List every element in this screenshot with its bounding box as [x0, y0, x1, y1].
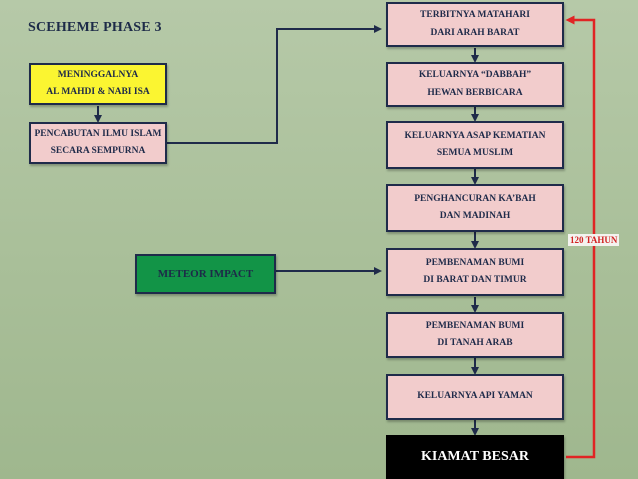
- box-meninggal: MENINGGALNYA AL MAHDI & NABI ISA: [29, 63, 167, 105]
- step-3: KELUARNYA ASAP KEMATIAN SEMUA MUSLIM: [386, 121, 564, 169]
- box-meteor-impact: METEOR IMPACT: [135, 254, 276, 294]
- step-4: PENGHANCURAN KA’BAH DAN MADINAH: [386, 184, 564, 232]
- step-5: PEMBENAMAN BUMI DI BARAT DAN TIMUR: [386, 248, 564, 296]
- step-2: KELUARNYA “DABBAH” HEWAN BERBICARA: [386, 62, 564, 107]
- step-1: TERBITNYA MATAHARI DARI ARAH BARAT: [386, 2, 564, 47]
- box-kiamat-besar: KIAMAT BESAR: [386, 435, 564, 479]
- box-pencabutan: PENCABUTAN ILMU ISLAM SECARA SEMPURNA: [29, 122, 167, 164]
- step-6: PEMBENAMAN BUMI DI TANAH ARAB: [386, 312, 564, 358]
- arrow-pencabutan-to-step1: [167, 25, 382, 144]
- duration-label: 120 TAHUN: [568, 234, 620, 246]
- step-7: KELUARNYA API YAMAN: [386, 374, 564, 420]
- diagram-title: SCEHEME PHASE 3: [28, 20, 162, 35]
